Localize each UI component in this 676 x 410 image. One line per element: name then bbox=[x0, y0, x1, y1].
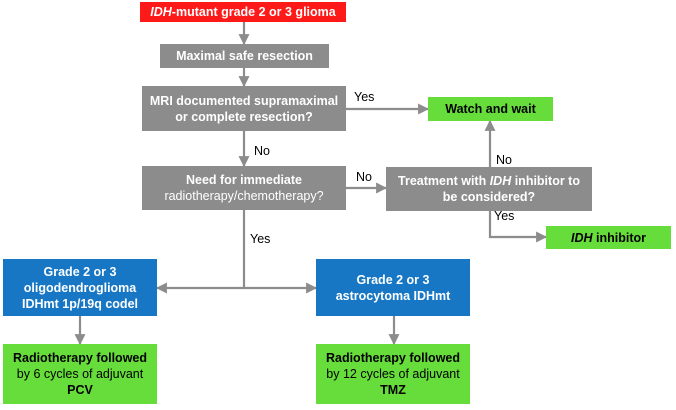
rttmz-line3: TMZ bbox=[380, 383, 406, 397]
rttmz-line2: by 12 cycles of adjuvant bbox=[326, 367, 460, 381]
mri-yes-label: Yes bbox=[354, 90, 375, 104]
immediate-no-label: No bbox=[356, 170, 372, 184]
oligo-line3: IDHmt 1p/19q codel bbox=[22, 296, 138, 311]
astrocytoma-node: Grade 2 or 3 astrocytoma IDHmt bbox=[316, 259, 470, 316]
astro-line2: astrocytoma IDHmt bbox=[335, 288, 451, 303]
resection-node: Maximal safe resection bbox=[160, 44, 329, 68]
treatment-line1-post: inhibitor to bbox=[511, 174, 580, 188]
oligodendroglioma-node: Grade 2 or 3 oligodendroglioma IDHmt 1p/… bbox=[3, 259, 157, 316]
start-idh-italic: IDH bbox=[150, 5, 172, 19]
start-node: IDH-mutant grade 2 or 3 glioma bbox=[140, 2, 346, 22]
treatment-line1-pre: Treatment with bbox=[398, 174, 490, 188]
mri-no-label: No bbox=[254, 144, 270, 158]
rtpcv-line2: by 6 cycles of adjuvant bbox=[16, 367, 144, 381]
oligo-line2: oligodendroglioma bbox=[23, 280, 137, 295]
radiotherapy-pcv-node: Radiotherapy followed by 6 cycles of adj… bbox=[3, 344, 157, 404]
mri-line2: or complete resection? bbox=[175, 109, 313, 124]
treatment-yes-label: Yes bbox=[494, 209, 515, 223]
treatment-line2: be considered? bbox=[442, 190, 536, 204]
mri-line1: MRI documented supramaximal bbox=[149, 93, 339, 108]
astro-line1: Grade 2 or 3 bbox=[356, 272, 430, 287]
immediate-line2: radiotherapy/chemotherapy? bbox=[164, 189, 324, 203]
rtpcv-line1: Radiotherapy followed bbox=[12, 351, 148, 365]
immediate-yes-label: Yes bbox=[250, 232, 271, 246]
watch-and-wait-node: Watch and wait bbox=[428, 97, 553, 121]
inhibitor-text: inhibitor bbox=[592, 230, 646, 245]
inhibitor-idh-italic: IDH bbox=[571, 230, 593, 245]
idh-inhibitor-node: IDH inhibitor bbox=[546, 226, 671, 249]
rttmz-line1: Radiotherapy followed bbox=[325, 351, 461, 365]
watch-text: Watch and wait bbox=[445, 102, 536, 116]
edge-treatment-inhibitor bbox=[488, 211, 548, 243]
immediate-line1: Need for immediate bbox=[185, 173, 302, 187]
oligo-line1: Grade 2 or 3 bbox=[43, 264, 117, 279]
immediate-decision-node: Need for immediate radiotherapy/chemothe… bbox=[142, 166, 346, 210]
start-text: -mutant grade 2 or 3 glioma bbox=[171, 5, 336, 19]
treatment-no-label: No bbox=[496, 153, 512, 167]
treatment-idh-italic: IDH bbox=[489, 174, 512, 188]
treatment-decision-node: Treatment with IDH inhibitor to be consi… bbox=[386, 167, 592, 211]
rtpcv-line3: PCV bbox=[67, 383, 93, 397]
radiotherapy-tmz-node: Radiotherapy followed by 12 cycles of ad… bbox=[316, 344, 470, 404]
mri-decision-node: MRI documented supramaximal or complete … bbox=[142, 86, 346, 131]
resection-text: Maximal safe resection bbox=[176, 49, 313, 63]
